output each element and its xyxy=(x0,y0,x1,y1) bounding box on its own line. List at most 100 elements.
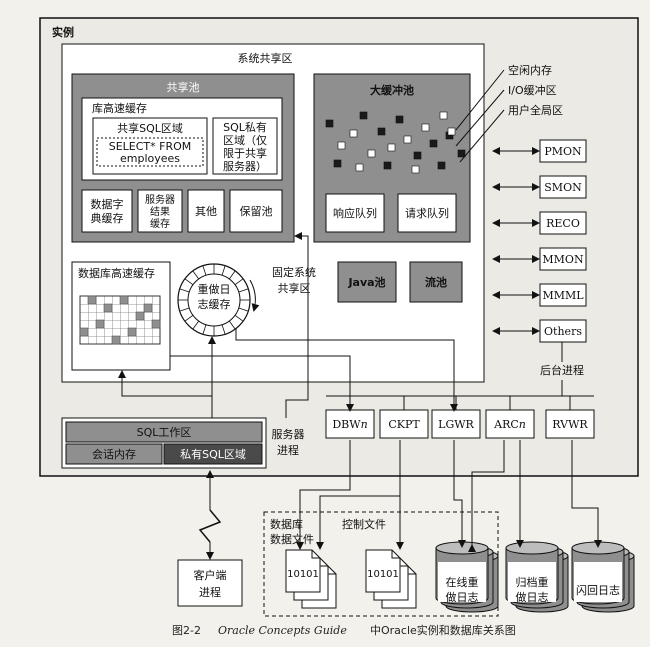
writer-process-box xyxy=(431,409,481,439)
memory-block xyxy=(429,139,438,148)
writer-process-label: LGWR xyxy=(438,418,474,431)
server-result-cache xyxy=(137,189,183,233)
reserved-pool-label: 保留池 xyxy=(240,204,273,218)
memory-block xyxy=(439,111,448,120)
legend-io-buffer: I/O缓冲区 xyxy=(508,83,557,97)
db-buffer-cache-label: 数据库高速缓存 xyxy=(78,266,155,280)
redo-ring-segment xyxy=(234,314,244,322)
sql-work-area xyxy=(65,421,263,443)
redo-buffer-line2: 志缓存 xyxy=(198,297,231,311)
ckpt-to-datafiles-arrow xyxy=(316,440,401,550)
flashback-log-label: 闪回日志 xyxy=(576,583,620,597)
datafiles-line1: 数据库 xyxy=(270,517,303,531)
memory-block xyxy=(421,123,430,132)
writer-process-box xyxy=(379,409,429,439)
archived-redo-line2: 做日志 xyxy=(516,590,549,604)
pga-private-sql-label: 私有SQL区域 xyxy=(180,447,246,461)
memory-block xyxy=(457,149,466,158)
bg-process-box xyxy=(539,175,587,199)
buffer-block xyxy=(111,335,121,345)
writer-process-label: DBWn xyxy=(332,418,367,431)
datafile-icons: 10101 xyxy=(285,549,337,609)
other-pool-box xyxy=(187,189,225,233)
writer-process-label: RVWR xyxy=(552,418,588,431)
client-process-line1: 客户端 xyxy=(194,568,227,582)
java-pool-box xyxy=(337,261,397,303)
file-doc-icon xyxy=(285,549,321,593)
bg-process-box xyxy=(539,319,587,343)
memory-block xyxy=(447,127,456,136)
streams-pool-label: 流池 xyxy=(425,275,447,289)
shared-pool-label: 共享池 xyxy=(167,80,200,94)
network-zigzag xyxy=(198,509,222,543)
server-result-line3: 缓存 xyxy=(150,217,170,230)
buffer-block xyxy=(151,319,161,329)
server-result-line1: 服务器 xyxy=(145,193,175,206)
request-queue-label: 请求队列 xyxy=(405,206,449,220)
bg-process-label: MMML xyxy=(542,289,584,302)
bg-process-box xyxy=(539,211,587,235)
redo-rotation-arrow xyxy=(249,279,260,312)
writer-process-box xyxy=(325,409,375,439)
flashback-log-cylinders xyxy=(571,541,635,613)
cylinder-label-panel xyxy=(574,562,622,602)
legend-line-io xyxy=(455,89,505,147)
other-pool-label: 其他 xyxy=(195,205,217,218)
memory-block xyxy=(325,119,334,128)
redo-buffer-line1: 重做日 xyxy=(198,282,231,296)
sga-label: 系统共享区 xyxy=(238,51,293,65)
memory-block xyxy=(377,127,386,136)
bg-process-label: MMON xyxy=(542,253,584,266)
redo-ring-segment xyxy=(221,265,226,276)
private-sql-line3: 限于共享 xyxy=(223,146,267,160)
sql-statement-box xyxy=(96,137,204,167)
control-file-icons: 10101 xyxy=(365,549,417,609)
java-pool-label: Java池 xyxy=(347,275,385,289)
memory-block xyxy=(437,161,446,170)
redo-to-lgwr-arrow xyxy=(235,328,458,412)
large-pool-label: 大缓冲池 xyxy=(370,83,414,97)
buffer-block xyxy=(79,327,89,337)
large-pool-memory-blocks xyxy=(325,111,466,174)
file-fold xyxy=(391,550,400,559)
memory-block xyxy=(333,159,342,168)
redo-ring-segment xyxy=(238,307,249,312)
legend-free-memory: 空闲内存 xyxy=(508,63,552,77)
lgwr-to-online-redo-arrow xyxy=(453,440,466,548)
memory-block xyxy=(337,141,346,150)
caption-book-title: Oracle Concepts Guide xyxy=(218,624,347,637)
archived-redo-log-cylinders xyxy=(505,541,569,613)
pga-private-sql-box xyxy=(163,443,263,465)
writer-process-box xyxy=(545,409,595,439)
memory-block xyxy=(387,143,396,152)
response-queue-label: 响应队列 xyxy=(333,206,377,220)
buffer-block xyxy=(119,295,129,305)
memory-block xyxy=(383,161,392,170)
memory-block xyxy=(411,165,420,174)
private-sql-line2: 区域（仅 xyxy=(223,134,267,147)
server-result-line2: 结果 xyxy=(150,205,170,218)
private-sql-area xyxy=(212,117,278,175)
redo-ring-segment xyxy=(192,320,200,330)
archived-redo-line1: 归档重 xyxy=(516,575,549,589)
cylinder-top xyxy=(505,541,559,555)
redo-ring-segment xyxy=(179,288,190,293)
online-redo-log-cylinders xyxy=(435,541,499,613)
redo-ring-segment xyxy=(228,320,236,330)
redo-ring-segment xyxy=(179,307,190,312)
caption-figure-number: 图2-2 xyxy=(172,624,201,637)
memory-block xyxy=(367,149,376,158)
library-cache-label: 库高速缓存 xyxy=(92,101,147,115)
reserved-pool-box xyxy=(229,189,283,233)
streams-pool-box xyxy=(409,261,463,303)
sql-statement-line2: employees xyxy=(120,152,180,165)
redo-ring-segment xyxy=(192,270,200,280)
dbwn-to-datafiles-arrow xyxy=(296,440,351,550)
control-files-label: 控制文件 xyxy=(342,517,386,531)
private-sql-line1: SQL私有 xyxy=(223,120,267,134)
memory-block xyxy=(349,129,358,138)
